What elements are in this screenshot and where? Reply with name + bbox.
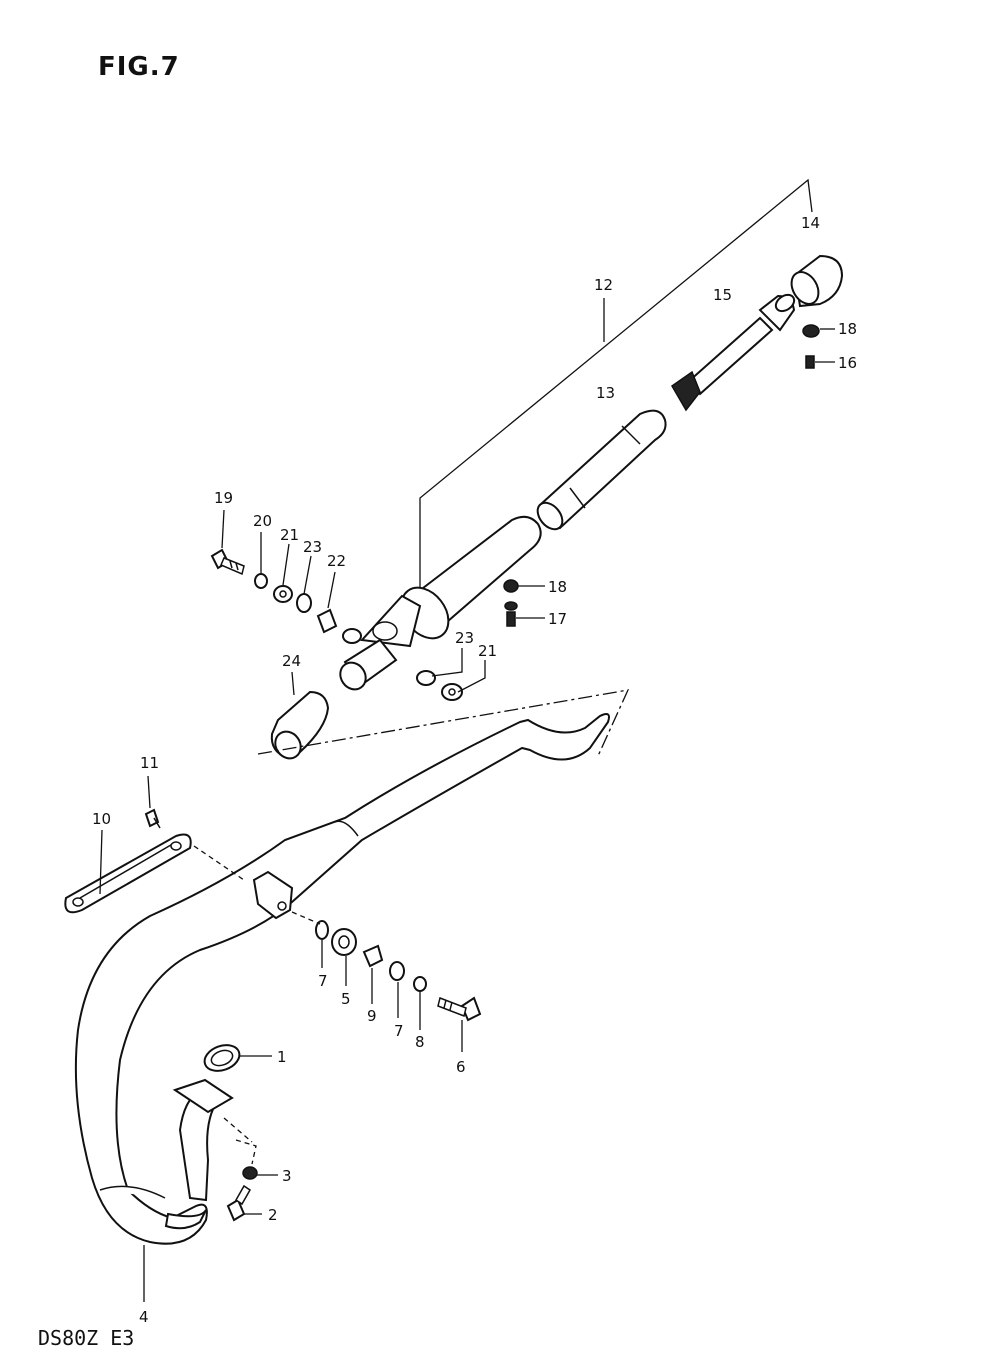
callout-19: 19 [214, 489, 233, 507]
callout-9: 9 [367, 1007, 377, 1025]
nut-18-lower [503, 579, 519, 593]
callout-22: 22 [327, 552, 346, 570]
washer-7-left [315, 920, 329, 940]
bolt-6-head [460, 996, 482, 1022]
washer-7-right [389, 961, 405, 981]
callout-15: 15 [713, 286, 732, 304]
expansion-chamber [74, 713, 610, 1302]
callout-18-upper: 18 [838, 320, 857, 338]
mount-hardware [210, 509, 486, 701]
callout-11: 11 [140, 754, 159, 772]
callout-23-upper: 23 [303, 538, 322, 556]
callout-labels: 1 2 3 4 5 6 7 7 8 9 10 11 12 13 14 15 16… [92, 214, 857, 1326]
screw-17 [506, 611, 516, 627]
callout-10: 10 [92, 810, 111, 828]
callout-16: 16 [838, 354, 857, 372]
callout-8: 8 [415, 1033, 425, 1051]
figure-title: FIG.7 [98, 52, 180, 82]
gasket [203, 1044, 272, 1072]
chamber-bracket [252, 870, 294, 920]
callout-18-lower: 18 [548, 578, 567, 596]
inner-pipe [536, 409, 667, 531]
alignment-line [257, 689, 630, 757]
callout-13: 13 [596, 384, 615, 402]
spark-arrester-tube [671, 293, 796, 412]
callout-6: 6 [456, 1058, 466, 1076]
washer-23-upper [296, 593, 312, 613]
model-code: DS80Z E3 [38, 1326, 135, 1350]
washer-23-lower [416, 670, 436, 686]
callout-1: 1 [277, 1048, 287, 1066]
bolt-11 [144, 775, 161, 829]
screw-16 [805, 355, 815, 369]
lower-mount-hardware [291, 911, 482, 1052]
nut-18-upper [802, 324, 820, 338]
callout-7-right: 7 [394, 1022, 404, 1040]
callout-5: 5 [341, 990, 351, 1008]
flange-hardware [223, 1117, 278, 1222]
callout-20: 20 [253, 512, 272, 530]
collar-9 [362, 944, 384, 968]
callout-14: 14 [801, 214, 820, 232]
grommet [270, 671, 330, 760]
callout-3: 3 [282, 1167, 292, 1185]
upper-hardware [503, 324, 835, 627]
nut-3 [242, 1166, 258, 1180]
callout-7-left: 7 [318, 972, 328, 990]
silencer-body [339, 515, 542, 691]
nut-20 [254, 573, 268, 589]
callout-24: 24 [282, 652, 301, 670]
assembly-bracket-12 [419, 178, 813, 598]
callout-2: 2 [268, 1206, 278, 1224]
callout-21-lower: 21 [478, 642, 497, 660]
collar-22 [316, 608, 338, 634]
callout-17: 17 [548, 610, 567, 628]
exhaust-flange [172, 1078, 234, 1114]
callout-23-lower: 23 [455, 629, 474, 647]
callout-4: 4 [139, 1308, 149, 1326]
mount-strap [64, 829, 245, 914]
nut-8 [413, 976, 427, 992]
end-cap [790, 254, 844, 308]
callout-12: 12 [594, 276, 613, 294]
callout-21-upper: 21 [280, 526, 299, 544]
